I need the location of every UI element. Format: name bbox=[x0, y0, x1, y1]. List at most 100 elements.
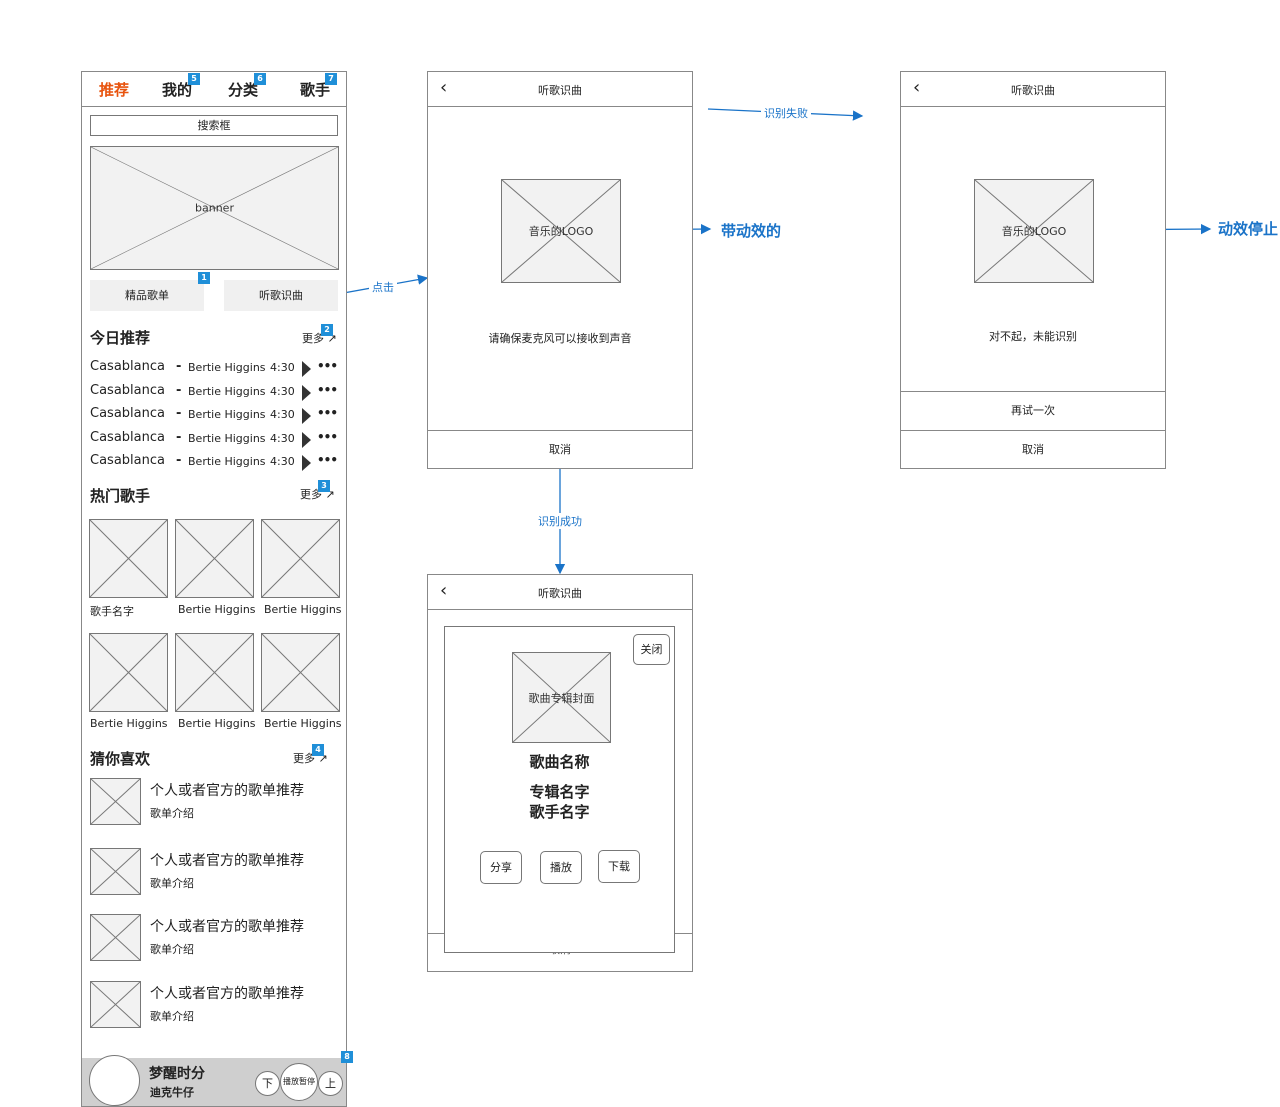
song-separator: - bbox=[176, 453, 182, 468]
play-icon[interactable] bbox=[302, 384, 311, 401]
playlist-title: 个人或者官方的歌单推荐 bbox=[150, 919, 304, 935]
tab-recommend[interactable]: 推荐 bbox=[99, 81, 130, 99]
recognize-screen: ‹ 听歌识曲 音乐的LOGO 请确保麦克风可以接收到声音 取消 bbox=[427, 71, 693, 469]
more-link-hot[interactable]: 更多 ↗ bbox=[300, 488, 335, 501]
flow-label-success: 识别成功 bbox=[535, 513, 585, 529]
song-name: Casablanca bbox=[90, 429, 165, 445]
screen-title: 听歌识曲 bbox=[538, 587, 582, 600]
next-label: 上 bbox=[325, 1077, 336, 1090]
result-dialog: 关闭 歌曲专辑封面 歌曲名称 专辑名字 歌手名字 分享 播放 下载 bbox=[444, 626, 675, 953]
playlist-item[interactable]: 个人或者官方的歌单推荐 歌单介绍 bbox=[90, 914, 340, 962]
screen-title: 听歌识曲 bbox=[538, 84, 582, 97]
playlist-cover bbox=[90, 778, 141, 825]
song-artist: Bertie Higgins bbox=[188, 361, 266, 374]
singer-avatar[interactable] bbox=[89, 519, 168, 598]
mini-player[interactable]: 梦醒时分 迪克牛仔 下 播放暂停 上 bbox=[82, 1055, 346, 1106]
more-link-guess[interactable]: 更多 ↗ bbox=[293, 752, 328, 765]
back-icon[interactable]: ‹ bbox=[913, 77, 921, 98]
playlist-cover bbox=[90, 981, 141, 1028]
playlist-title: 个人或者官方的歌单推荐 bbox=[150, 986, 304, 1002]
song-recognition-label: 听歌识曲 bbox=[259, 289, 303, 302]
divider bbox=[428, 106, 692, 107]
featured-playlist-label: 精品歌单 bbox=[125, 289, 169, 302]
cancel-label: 取消 bbox=[549, 443, 571, 456]
featured-playlist-button[interactable]: 精品歌单 bbox=[90, 280, 204, 311]
singer-avatar[interactable] bbox=[89, 633, 168, 712]
previous-label: 下 bbox=[262, 1077, 273, 1090]
cancel-button[interactable]: 取消 bbox=[428, 431, 692, 468]
song-duration: 4:30 bbox=[270, 455, 295, 468]
song-recognition-button[interactable]: 听歌识曲 bbox=[224, 280, 338, 311]
tab-mine[interactable]: 我的 bbox=[162, 81, 193, 99]
album-art-avatar[interactable] bbox=[89, 1055, 140, 1106]
singer-name[interactable]: Bertie Higgins bbox=[178, 717, 256, 730]
play-pause-button[interactable]: 播放暂停 bbox=[280, 1063, 318, 1101]
playlist-item[interactable]: 个人或者官方的歌单推荐 歌单介绍 bbox=[90, 778, 340, 826]
song-row[interactable]: Casablanca - Bertie Higgins 4:30 ••• bbox=[90, 383, 340, 403]
cancel-button[interactable]: 取消 bbox=[901, 431, 1165, 468]
song-name: Casablanca bbox=[90, 382, 165, 398]
playlist-title: 个人或者官方的歌单推荐 bbox=[150, 853, 304, 869]
song-row[interactable]: Casablanca - Bertie Higgins 4:30 ••• bbox=[90, 430, 340, 450]
playlist-item[interactable]: 个人或者官方的歌单推荐 歌单介绍 bbox=[90, 981, 340, 1029]
recognize-fail-screen: ‹ 听歌识曲 音乐的LOGO 对不起，未能识别 再试一次 取消 bbox=[900, 71, 1166, 469]
note-badge: 3 bbox=[318, 480, 330, 492]
song-row[interactable]: Casablanca - Bertie Higgins 4:30 ••• bbox=[90, 359, 340, 379]
share-button[interactable]: 分享 bbox=[480, 851, 522, 884]
screen-title: 听歌识曲 bbox=[1011, 84, 1055, 97]
song-title: 歌曲名称 bbox=[529, 753, 590, 771]
note-badge: 4 bbox=[312, 744, 324, 756]
banner-label: banner bbox=[195, 201, 234, 215]
singer-name[interactable]: Bertie Higgins bbox=[264, 717, 342, 730]
tab-singer[interactable]: 歌手 bbox=[300, 81, 331, 99]
song-row[interactable]: Casablanca - Bertie Higgins 4:30 ••• bbox=[90, 406, 340, 426]
playlist-item[interactable]: 个人或者官方的歌单推荐 歌单介绍 bbox=[90, 848, 340, 896]
singer-avatar[interactable] bbox=[261, 633, 340, 712]
singer-name[interactable]: Bertie Higgins bbox=[90, 717, 168, 730]
play-icon[interactable] bbox=[302, 361, 311, 377]
divider bbox=[901, 391, 1165, 392]
singer-avatar[interactable] bbox=[175, 633, 254, 712]
flow-label-click: 点击 bbox=[369, 279, 397, 295]
song-separator: - bbox=[176, 406, 182, 421]
more-options-icon[interactable]: ••• bbox=[317, 359, 338, 373]
play-button[interactable]: 播放 bbox=[540, 851, 582, 884]
singer-name[interactable]: Bertie Higgins bbox=[178, 603, 256, 616]
tab-category[interactable]: 分类 bbox=[228, 81, 259, 99]
previous-button[interactable]: 下 bbox=[255, 1071, 280, 1096]
player-artist: 迪克牛仔 bbox=[150, 1086, 194, 1099]
more-options-icon[interactable]: ••• bbox=[317, 453, 338, 467]
divider bbox=[901, 430, 1165, 431]
play-icon[interactable] bbox=[302, 408, 311, 424]
song-separator: - bbox=[176, 359, 182, 374]
playlist-cover bbox=[90, 914, 141, 961]
back-icon[interactable]: ‹ bbox=[440, 580, 448, 601]
retry-button[interactable]: 再试一次 bbox=[901, 392, 1165, 430]
singer-avatar[interactable] bbox=[261, 519, 340, 598]
recognize-success-screen: ‹ 听歌识曲 取消 关闭 歌曲专辑封面 歌曲名称 专辑名字 歌手名字 分享 播放… bbox=[427, 574, 693, 972]
more-options-icon[interactable]: ••• bbox=[317, 429, 338, 444]
album-cover-label: 歌曲专辑封面 bbox=[528, 691, 595, 705]
play-icon[interactable] bbox=[302, 455, 311, 471]
singer-name[interactable]: 歌手名字 bbox=[90, 605, 134, 618]
back-icon[interactable]: ‹ bbox=[440, 77, 448, 98]
download-button[interactable]: 下载 bbox=[598, 850, 640, 883]
song-row[interactable]: Casablanca - Bertie Higgins 4:30 ••• bbox=[90, 453, 340, 473]
search-input[interactable]: 搜索框 bbox=[90, 115, 338, 136]
note-badge: 6 bbox=[254, 73, 266, 85]
next-button[interactable]: 上 bbox=[318, 1071, 343, 1096]
song-duration: 4:30 bbox=[270, 431, 295, 445]
divider bbox=[428, 609, 692, 610]
annotation-animation-stopped: 动效停止 bbox=[1218, 220, 1279, 238]
singer-avatar[interactable] bbox=[175, 519, 254, 598]
close-button[interactable]: 关闭 bbox=[633, 634, 670, 665]
more-options-icon[interactable]: ••• bbox=[317, 382, 338, 397]
song-artist: Bertie Higgins bbox=[188, 384, 266, 398]
singer-name[interactable]: Bertie Higgins bbox=[264, 603, 342, 616]
play-icon[interactable] bbox=[302, 431, 311, 448]
note-badge: 1 bbox=[198, 272, 210, 284]
more-link-today[interactable]: 更多 ↗ bbox=[302, 332, 337, 345]
banner-image[interactable]: banner bbox=[90, 146, 339, 270]
more-label: 更多 bbox=[293, 752, 315, 765]
more-options-icon[interactable]: ••• bbox=[317, 406, 338, 420]
